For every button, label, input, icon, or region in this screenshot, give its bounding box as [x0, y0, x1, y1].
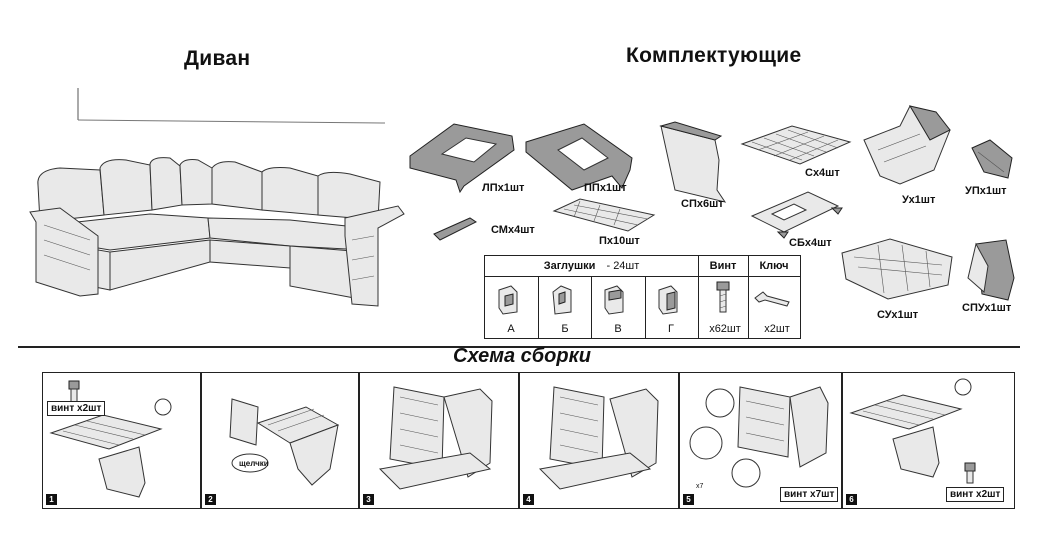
cap-label-v: В [614, 323, 622, 335]
part-sp-drawing [659, 121, 727, 203]
step-2-panel: щелчки 2 [201, 372, 359, 509]
step-6-panel: винт х2шт 6 [842, 372, 1015, 509]
step-5-badge: винт х7шт [780, 487, 839, 502]
step-3-number: 3 [363, 494, 374, 505]
part-label-s: Сх4шт [805, 167, 840, 179]
step-6-badge: винт х2шт [946, 487, 1005, 502]
step-6-number: 6 [846, 494, 857, 505]
step-5-number: 5 [683, 494, 694, 505]
caps-header-label: Заглушки [543, 260, 596, 272]
assembly-heading: Схема сборки [453, 345, 591, 367]
part-label-p: Пх10шт [599, 235, 640, 247]
section-divider [18, 346, 1020, 348]
cap-b-icon [552, 285, 572, 315]
part-sb-drawing [750, 191, 843, 239]
key-icon [754, 291, 790, 307]
step-4-panel: 4 [519, 372, 679, 509]
step-2-drawing [229, 398, 340, 486]
cap-label-g: Г [668, 323, 674, 335]
key-count: х2шт [764, 323, 790, 335]
part-label-u: Ух1шт [902, 194, 936, 206]
cap-label-a: А [507, 323, 515, 335]
part-lp-drawing [409, 123, 515, 194]
step-4-drawing [538, 386, 659, 490]
step-5-drawing [689, 386, 829, 488]
part-p-drawing [552, 198, 656, 232]
sofa-heading: Диван [184, 47, 251, 70]
step-6-drawing [849, 378, 976, 484]
cap-v-icon [604, 285, 624, 315]
part-u-drawing [863, 105, 951, 185]
part-label-pp: ППх1шт [584, 182, 627, 194]
sofa-illustration [29, 88, 405, 307]
step-1-badge: винт х2шт [47, 401, 106, 416]
caps-count: - 24шт [606, 260, 640, 272]
step-5-panel: х7 винт х7шт 5 [679, 372, 842, 509]
parts-heading: Комплектующие [626, 44, 802, 67]
part-su-drawing [841, 238, 953, 300]
caps-header: Заглушки - 24шт [485, 256, 698, 277]
cap-g-icon [658, 285, 678, 315]
key-header: Ключ [748, 256, 800, 277]
step-3-panel: 3 [359, 372, 519, 509]
step-5-mark: х7 [696, 483, 704, 490]
part-label-su: СУх1шт [877, 309, 919, 321]
part-spu-drawing [967, 239, 1015, 301]
step-1-panel: винт х2шт 1 [42, 372, 201, 509]
screw-count: х62шт [709, 323, 741, 335]
step-1-drawing [49, 380, 172, 498]
step-2-number: 2 [205, 494, 216, 505]
part-label-up: УПх1шт [965, 185, 1007, 197]
screw-icon [716, 281, 730, 313]
part-label-sm: СМх4шт [491, 224, 535, 236]
part-s-drawing [740, 125, 852, 165]
part-label-sb: СБх4шт [789, 237, 832, 249]
part-label-sp: СПх6шт [681, 198, 724, 210]
cap-label-b: Б [561, 323, 569, 335]
cap-a-icon [498, 285, 518, 315]
part-sm-drawing [433, 217, 477, 241]
part-up-drawing [971, 139, 1013, 179]
part-pp-drawing [525, 123, 633, 191]
step-2-badge: щелчки [239, 459, 269, 468]
part-label-lp: ЛПх1шт [482, 182, 525, 194]
screw-header: Винт [698, 256, 748, 277]
step-1-number: 1 [46, 494, 57, 505]
fasteners-table: Заглушки - 24шт Винт Ключ А Б В Г х62шт … [484, 255, 801, 339]
step-3-drawing [378, 386, 493, 490]
step-4-number: 4 [523, 494, 534, 505]
part-label-spu: СПУх1шт [962, 302, 1012, 314]
